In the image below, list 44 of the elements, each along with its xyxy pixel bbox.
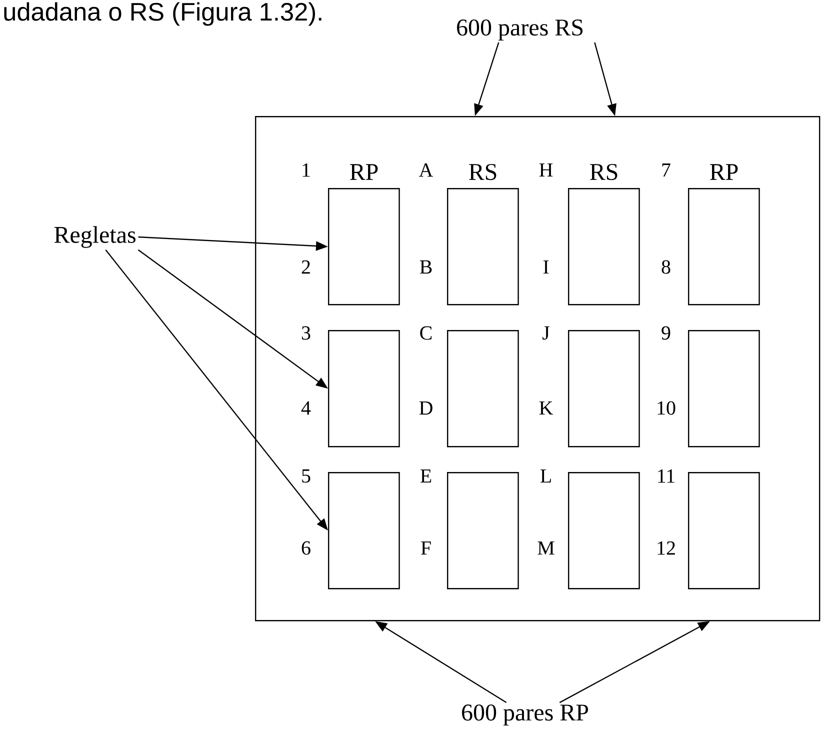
terminal-strip-box — [568, 472, 640, 590]
callout-text: Regletas — [54, 226, 136, 248]
position-label: 2 — [301, 260, 311, 274]
position-label: 3 — [301, 326, 311, 340]
position-label: B — [419, 260, 433, 274]
position-label: 7 — [661, 163, 671, 177]
position-label: K — [538, 401, 554, 415]
position-label: J — [542, 326, 550, 340]
terminal-strip-box — [447, 330, 519, 448]
position-label: H — [538, 163, 554, 177]
position-label: F — [420, 541, 432, 555]
position-label: E — [420, 469, 432, 483]
callout-text: 600 pares RP — [462, 704, 588, 726]
terminal-strip-box — [688, 188, 760, 306]
position-label: D — [418, 401, 434, 415]
position-label: M — [537, 541, 555, 555]
column-heading: RS — [468, 164, 498, 180]
position-label: RP — [709, 164, 739, 180]
terminal-strip-box — [568, 330, 640, 448]
position-label: RS — [589, 164, 619, 180]
position-label: C — [419, 326, 433, 340]
terminal-strip-box — [447, 472, 519, 590]
position-label: 11 — [656, 469, 676, 483]
terminal-strip-box — [328, 188, 400, 306]
position-label: 10 — [656, 401, 676, 415]
terminal-strip-box — [568, 188, 640, 306]
position-label: 6 — [301, 541, 311, 555]
terminal-strip-box — [447, 188, 519, 306]
column-heading: 1 — [301, 163, 311, 177]
position-label: 9 — [661, 326, 671, 340]
position-label: 5 — [301, 469, 311, 483]
position-label: L — [540, 469, 552, 483]
terminal-strip-box — [328, 330, 400, 448]
panel — [255, 116, 820, 622]
terminal-strip-box — [688, 330, 760, 448]
terminal-strip-box — [688, 472, 760, 590]
terminal-strip-box — [328, 472, 400, 590]
body-text: udadana o RS (Figura 1.32). — [4, 2, 322, 26]
position-label: 12 — [656, 541, 676, 555]
column-heading: RP — [349, 164, 379, 180]
position-label: 8 — [661, 260, 671, 274]
position-label: I — [542, 260, 550, 274]
column-heading: A — [418, 163, 434, 177]
callout-text: 600 pares RS — [457, 19, 582, 41]
